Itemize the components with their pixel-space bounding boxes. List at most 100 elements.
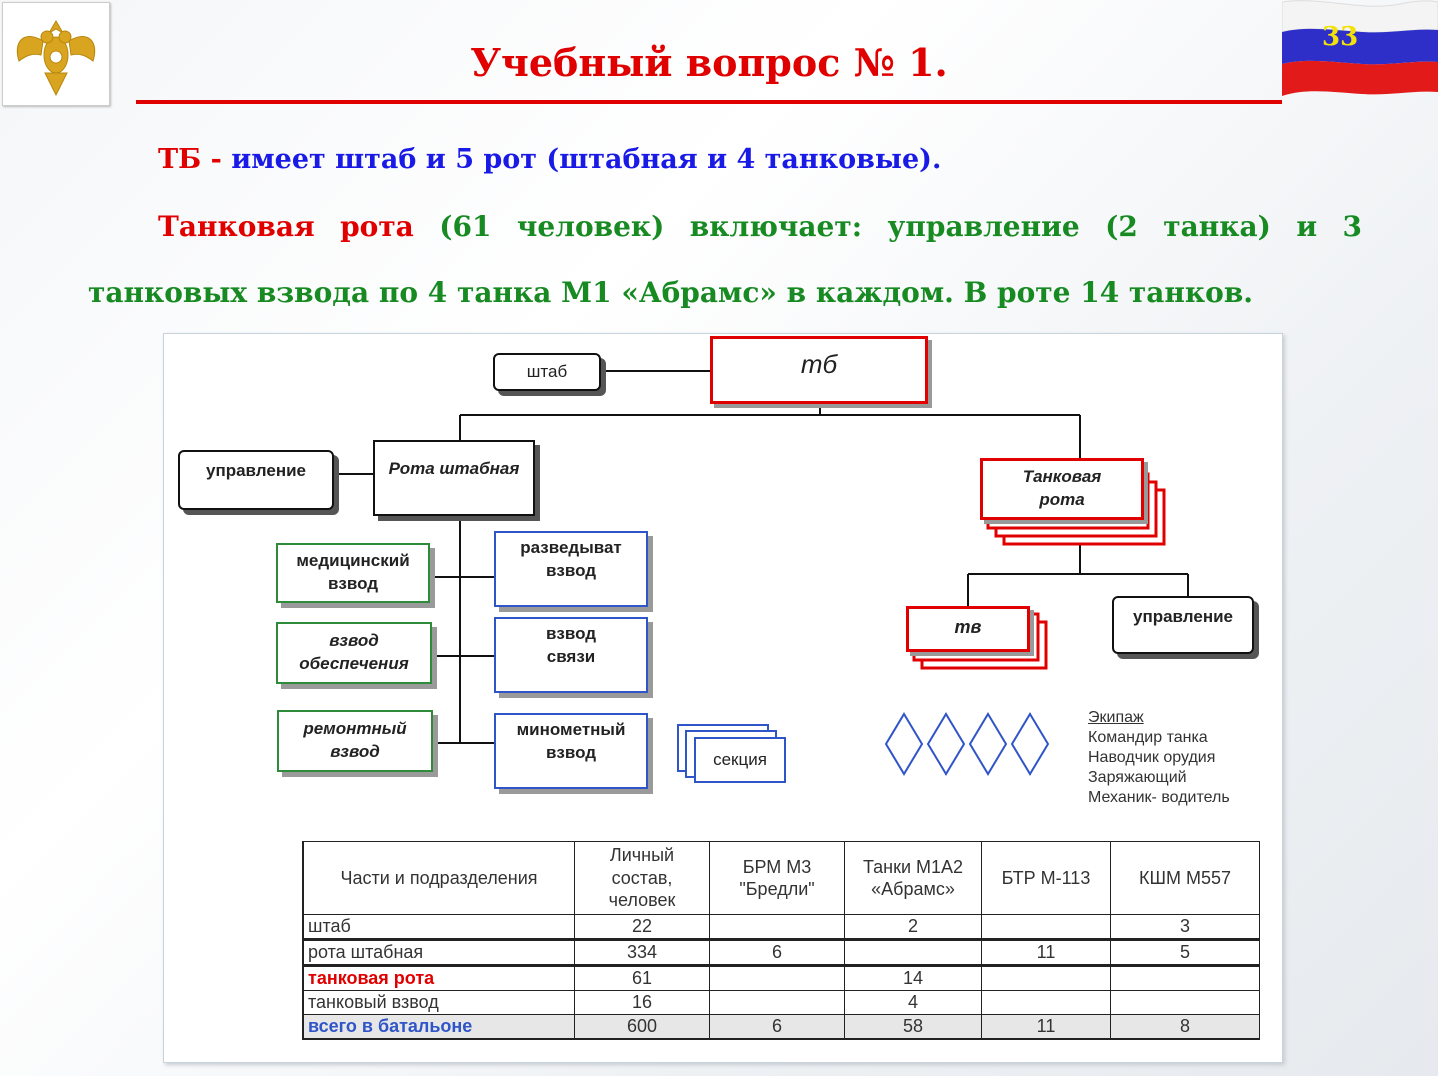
box-upravlenie-right: управление [1112,596,1254,654]
title-underline [136,100,1282,104]
box-sekciya-label: секция [713,749,767,769]
box-rota-shtabnaya: Рота штабная [373,440,535,516]
paragraph-tb-text: имеет штаб и 5 рот (штабная и 4 танковые… [231,144,942,175]
crew-item: Заряжающий [1088,769,1187,786]
table-cell: 6 [709,939,845,967]
label-line: разведыват [520,538,622,557]
box-minometnyy-vzvod-label: минометный взвод [517,719,626,765]
box-upravlenie-left: управление [178,450,334,510]
table-cell: 334 [574,939,710,967]
label-line: взвод [545,624,597,643]
table-header: Танки М1А2 «Абрамс» [844,841,982,915]
box-tb-label: тб [800,349,838,379]
russian-flag-icon [1281,0,1438,100]
table-cell: 4 [844,990,982,1015]
crew-header: Экипаж [1088,709,1144,726]
box-minometnyy-vzvod: минометный взвод [494,713,648,789]
word: (61 [439,210,492,243]
box-rota-shtabnaya-label: Рота штабная [388,459,520,478]
equipment-table: Части и подразделения Личный состав, чел… [302,841,1260,1040]
table-cell [709,914,845,941]
table-cell [981,965,1111,991]
box-med-vzvod: медицинский взвод [276,543,430,603]
table-cell: 16 [574,990,710,1015]
table-cell [981,914,1111,941]
table-row: рота штабная 334 6 11 5 [302,939,1260,967]
table-cell: 2 [844,914,982,941]
paragraph-tb-label: ТБ - [158,144,222,175]
word: танка) [1163,210,1271,243]
label-line: Танковая [1022,467,1102,487]
box-med-vzvod-label: медицинский взвод [296,550,409,596]
table-header: БРМ М3 "Бредли" [709,841,845,915]
box-razved-vzvod-label: разведыват взвод [520,537,622,583]
word: человек) [516,210,665,243]
table-cell: 5 [1110,939,1260,967]
box-tankovaya-rota-label: Танковая рота [1023,466,1102,512]
crew-list: Экипаж Командир танка Наводчик орудия За… [1088,708,1230,808]
label-line: взвод [330,742,380,761]
table-cell: всего в батальоне [302,1014,575,1040]
table-cell: 3 [1110,914,1260,941]
label-line: взвод [329,631,379,651]
box-vzvod-obespecheniya-label: взвод обеспечения [299,630,408,676]
table-cell: танковая рота [302,965,575,991]
table-cell: 11 [981,939,1111,967]
table-cell [1110,965,1260,991]
table-cell: 11 [981,1014,1111,1040]
table-cell [844,939,982,967]
box-tv: тв [906,606,1030,652]
crew-item: Командир танка [1088,729,1208,746]
table-header: БТР М-113 [981,841,1111,915]
box-tv-label: тв [954,617,982,637]
table-cell [981,990,1111,1015]
paragraph-tank-company-cont: танковых взвода по 4 танка М1 «Абрамс» в… [88,276,1254,309]
word: (2 [1105,210,1138,243]
word: включает: [689,210,863,243]
box-remontnyy-vzvod-label: ремонтный взвод [303,718,406,764]
table-cell [709,965,845,991]
table-row: штаб 22 2 3 [302,914,1260,941]
table-cell: 14 [844,965,982,991]
box-tankovaya-rota: Танковая рота [980,458,1144,520]
table-cell [1110,990,1260,1015]
paragraph-tank-company: Танковая рота (61 человек) включает: упр… [158,210,1362,243]
slide-number: 33 [1322,22,1359,52]
table-row: танковый взвод 16 4 [302,990,1260,1015]
table-cell: 61 [574,965,710,991]
box-vzvod-svyazi: взвод связи [494,617,648,693]
table-header: Личный состав, человек [574,841,710,915]
label-line: минометный [516,720,626,739]
label-line: рота [1039,490,1085,509]
label-line: взвод [327,574,379,593]
table-header: КШМ М557 [1110,841,1260,915]
table-cell [709,990,845,1015]
table-cell: 58 [844,1014,982,1040]
box-tb: тб [710,336,928,404]
emblem-logo [2,2,110,106]
crew-item: Механик- водитель [1088,789,1230,806]
slide-title: Учебный вопрос № 1. [470,40,948,85]
table-header-row: Части и подразделения Личный состав, чел… [302,841,1260,915]
paragraph-tb: ТБ - имеет штаб и 5 рот (штабная и 4 тан… [158,144,941,175]
crew-item: Наводчик орудия [1088,749,1216,766]
label-line: ремонтный [303,719,407,739]
label-line: обеспечения [299,654,409,673]
table-row: всего в батальоне 600 6 58 11 8 [302,1014,1260,1040]
label-line: взвод [545,560,597,580]
box-shtab: штаб [493,353,601,391]
word: управление [887,210,1080,243]
table-cell: 22 [574,914,710,941]
table-cell: 8 [1110,1014,1260,1040]
label-line: взвод [545,742,597,762]
word: и [1296,210,1318,243]
table-row: танковая рота 61 14 [302,965,1260,991]
table-cell: 6 [709,1014,845,1040]
label-line: медицинский [296,551,410,571]
table-header: Части и подразделения [302,841,575,915]
box-remontnyy-vzvod: ремонтный взвод [277,710,433,772]
box-vzvod-obespecheniya: взвод обеспечения [276,622,432,684]
word: 3 [1342,210,1362,243]
table-cell: 600 [574,1014,710,1040]
box-vzvod-svyazi-label: взвод связи [546,623,596,669]
